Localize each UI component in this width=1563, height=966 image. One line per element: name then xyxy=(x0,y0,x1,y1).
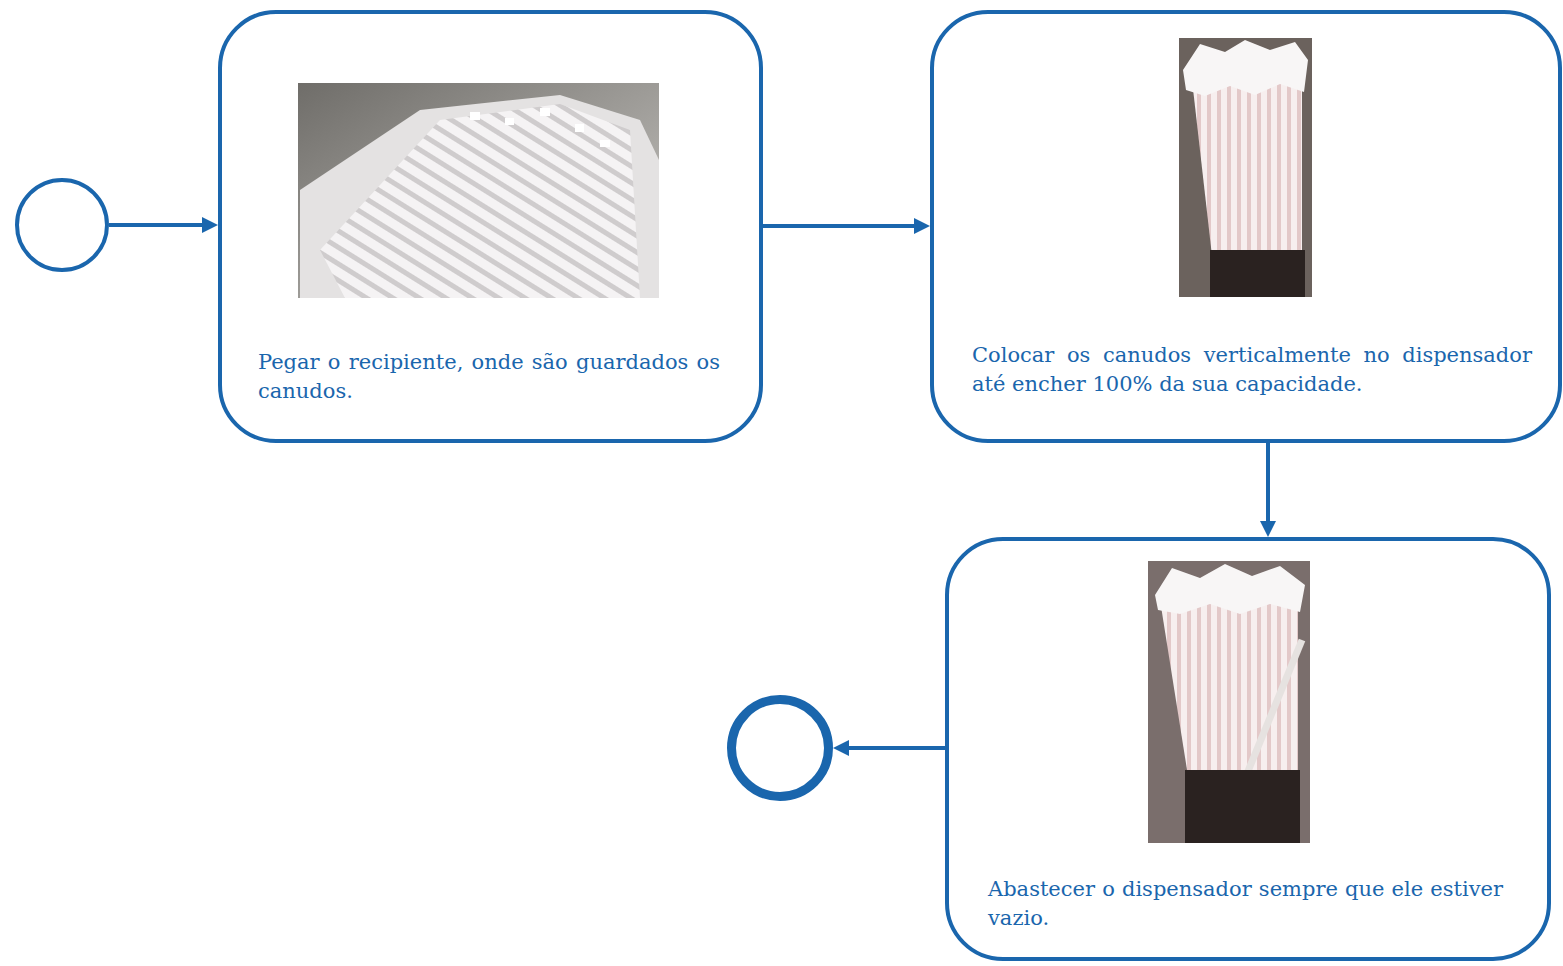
photo-ground xyxy=(298,83,659,298)
text-column: Colocar os canudos verticalmente no disp… xyxy=(972,341,1532,399)
flow-arrow xyxy=(1266,443,1270,521)
process-box: Pegar o recipiente, onde são guardados o… xyxy=(218,10,763,443)
straw-tops xyxy=(1155,564,1305,614)
process-box: Abastecer o dispensador sempre que ele e… xyxy=(945,537,1551,961)
straw-bag-photo xyxy=(298,83,659,298)
dispenser-holder xyxy=(1210,250,1305,297)
start-event-circle xyxy=(17,180,107,270)
plastic-bag xyxy=(300,95,659,298)
circle-outline xyxy=(727,695,833,801)
straw-wrapper-end xyxy=(470,112,480,120)
photo-ground xyxy=(1148,561,1310,843)
photo-ground xyxy=(1179,38,1312,297)
flow-arrow xyxy=(763,224,914,228)
start-event xyxy=(15,178,109,272)
dispenser-holder xyxy=(1185,770,1300,843)
end-event xyxy=(727,695,833,801)
circle-outline xyxy=(15,178,109,272)
process-box: Colocar os canudos verticalmente no disp… xyxy=(930,10,1562,443)
straw-wrapper-end xyxy=(575,124,584,132)
straw-bundle xyxy=(1192,70,1302,256)
flow-arrow xyxy=(849,746,945,750)
text-column: Pegar o recipiente, onde são guardados o… xyxy=(258,348,720,406)
text-column: Abastecer o dispensador sempre que ele e… xyxy=(988,875,1503,933)
straw-wrapper-end xyxy=(505,118,514,125)
straw-bundle xyxy=(1160,590,1298,776)
straw-wrapper-end xyxy=(540,108,550,116)
dispenser-photo xyxy=(1148,561,1310,843)
step-text: Abastecer o dispensador sempre que ele e… xyxy=(988,875,1503,933)
straw-pile xyxy=(320,104,640,298)
straw-wrapper-end xyxy=(600,140,610,147)
step-text: Colocar os canudos verticalmente no disp… xyxy=(972,341,1532,399)
filled-dispenser-photo xyxy=(1179,38,1312,297)
end-event-circle xyxy=(732,700,829,797)
flow-arrow xyxy=(109,223,202,227)
step-text: Pegar o recipiente, onde são guardados o… xyxy=(258,348,720,406)
straw-tops xyxy=(1183,40,1308,96)
